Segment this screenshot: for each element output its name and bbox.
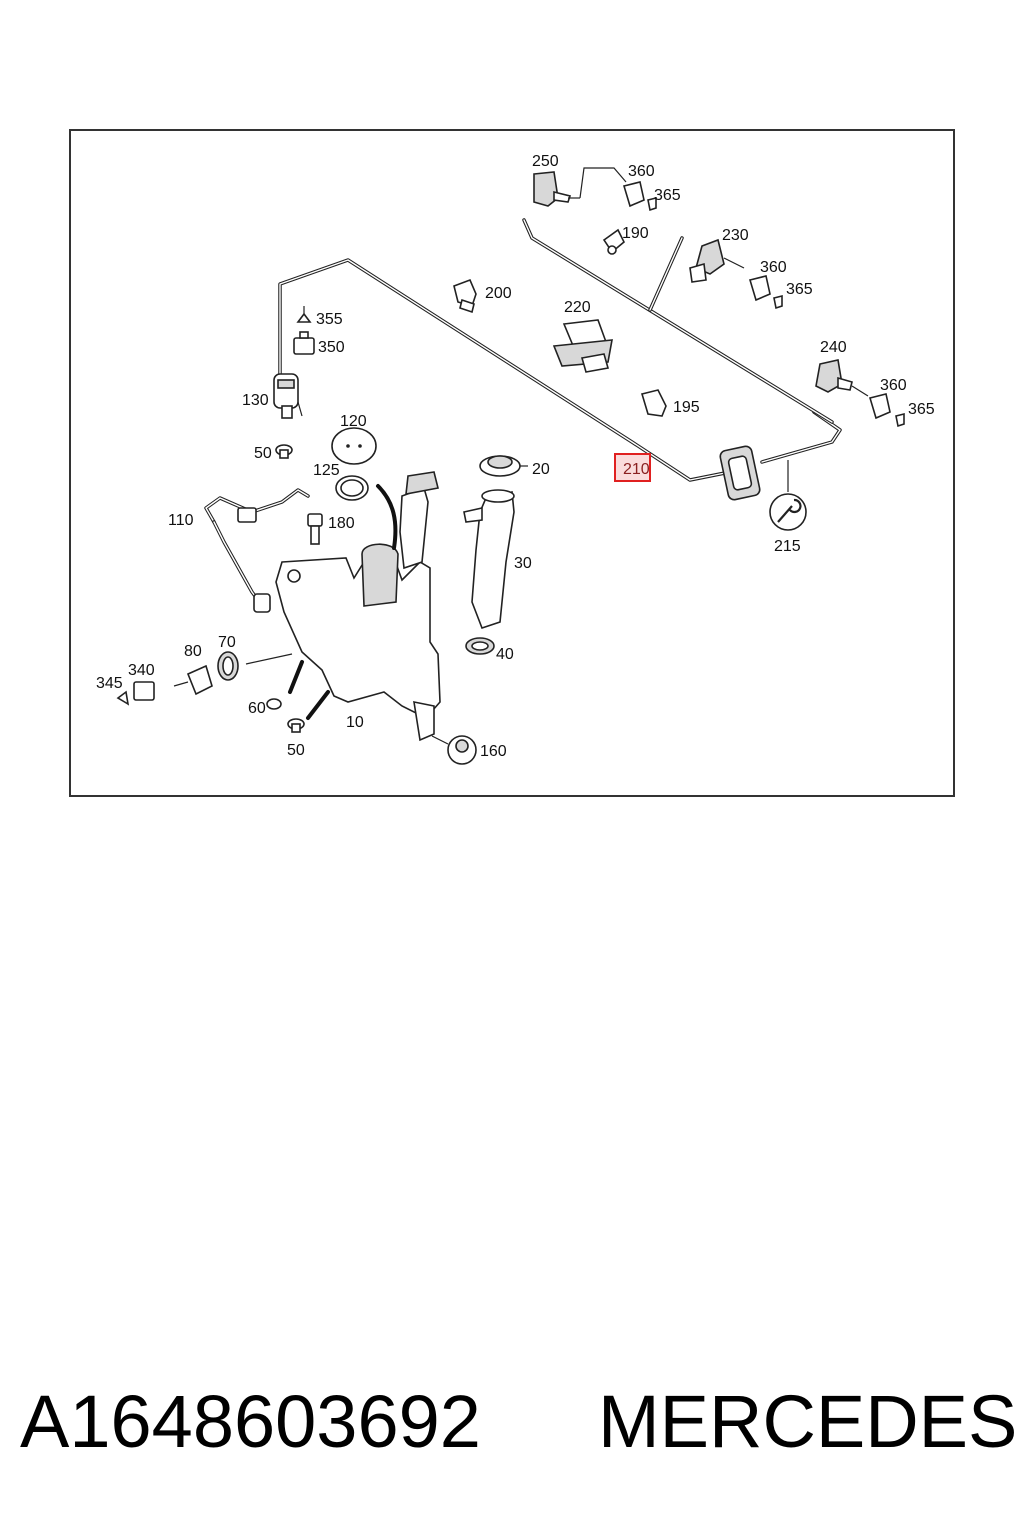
callout-40[interactable]: 40 xyxy=(496,646,514,663)
washer-hose-line xyxy=(278,218,842,482)
wrench-icon xyxy=(777,498,802,523)
callout-200[interactable]: 200 xyxy=(485,285,512,302)
callout-250[interactable]: 250 xyxy=(532,153,559,170)
callout-60[interactable]: 60 xyxy=(248,700,266,717)
nozzle-insert-360c[interactable] xyxy=(868,393,905,428)
cap-345[interactable] xyxy=(116,690,130,706)
nozzle-230[interactable] xyxy=(689,238,745,283)
grommet-50a[interactable] xyxy=(275,444,293,459)
nozzle-insert-360b[interactable] xyxy=(748,275,783,310)
callout-130[interactable]: 130 xyxy=(242,392,269,409)
callout-360[interactable]: 360 xyxy=(760,259,787,276)
callout-10[interactable]: 10 xyxy=(346,714,364,731)
callout-30[interactable]: 30 xyxy=(514,555,532,572)
hose-110[interactable] xyxy=(204,488,310,613)
level-sensor-80[interactable] xyxy=(173,664,213,696)
brand-name: MERCEDES xyxy=(598,1380,1018,1463)
cap-120[interactable] xyxy=(331,427,377,465)
clip-200[interactable] xyxy=(453,278,477,314)
callout-240[interactable]: 240 xyxy=(820,339,847,356)
filler-neck-30[interactable] xyxy=(463,489,515,630)
seal-70[interactable] xyxy=(217,651,293,681)
callout-360[interactable]: 360 xyxy=(880,377,907,394)
clip-190[interactable] xyxy=(602,228,625,255)
callout-20[interactable]: 20 xyxy=(532,461,550,478)
footer: A1648603692 MERCEDES xyxy=(0,1372,1024,1472)
connector-350[interactable] xyxy=(293,331,315,355)
callout-70[interactable]: 70 xyxy=(218,634,236,651)
callout-215[interactable]: 215 xyxy=(774,538,801,555)
filler-cap-20[interactable] xyxy=(479,455,528,477)
callout-360[interactable]: 360 xyxy=(628,163,655,180)
callout-195[interactable]: 195 xyxy=(673,399,700,416)
bracket-220[interactable] xyxy=(552,319,613,373)
callout-220[interactable]: 220 xyxy=(564,299,591,316)
clip-195[interactable] xyxy=(640,389,667,417)
connector-340[interactable] xyxy=(133,681,155,701)
seal-40[interactable] xyxy=(465,637,495,655)
parts-diagram: 250 360 365 190 230 360 365 200 220 355 … xyxy=(96,153,935,765)
callout-50[interactable]: 50 xyxy=(254,445,272,462)
callout-340[interactable]: 340 xyxy=(128,662,155,679)
callout-365[interactable]: 365 xyxy=(654,187,681,204)
cap-355[interactable] xyxy=(296,306,312,323)
callout-350[interactable]: 350 xyxy=(318,339,345,356)
grommet-50b[interactable] xyxy=(287,718,305,733)
callout-50[interactable]: 50 xyxy=(287,742,305,759)
nozzle-insert-360a[interactable] xyxy=(622,181,657,212)
callout-160[interactable]: 160 xyxy=(480,743,507,760)
callout-345[interactable]: 345 xyxy=(96,675,123,692)
callout-190[interactable]: 190 xyxy=(622,225,649,242)
callout-355[interactable]: 355 xyxy=(316,311,343,328)
nozzle-240[interactable] xyxy=(815,359,869,397)
bolt-160[interactable] xyxy=(431,735,477,765)
callout-80[interactable]: 80 xyxy=(184,643,202,660)
callout-365[interactable]: 365 xyxy=(908,401,935,418)
nozzle-250[interactable] xyxy=(533,167,627,207)
seal-125[interactable] xyxy=(335,475,369,501)
washer-reservoir-10[interactable] xyxy=(275,471,441,742)
bolt-180[interactable] xyxy=(307,513,323,545)
parts-diagram-frame: 250 360 365 190 230 360 365 200 220 355 … xyxy=(69,129,955,797)
callout-365[interactable]: 365 xyxy=(786,281,813,298)
callout-110[interactable]: 110 xyxy=(168,512,194,529)
grommet-215[interactable] xyxy=(719,445,807,531)
callout-230[interactable]: 230 xyxy=(722,227,749,244)
assembly-arrows xyxy=(288,484,398,720)
washer-pump-130[interactable] xyxy=(273,373,303,419)
callout-210-highlighted[interactable]: 210 xyxy=(614,453,651,482)
grommet-60[interactable] xyxy=(266,698,282,710)
callout-180[interactable]: 180 xyxy=(328,515,355,532)
callout-125[interactable]: 125 xyxy=(313,462,340,479)
callout-210[interactable]: 210 xyxy=(623,461,650,478)
part-number: A1648603692 xyxy=(20,1380,481,1463)
callout-120[interactable]: 120 xyxy=(340,413,367,430)
